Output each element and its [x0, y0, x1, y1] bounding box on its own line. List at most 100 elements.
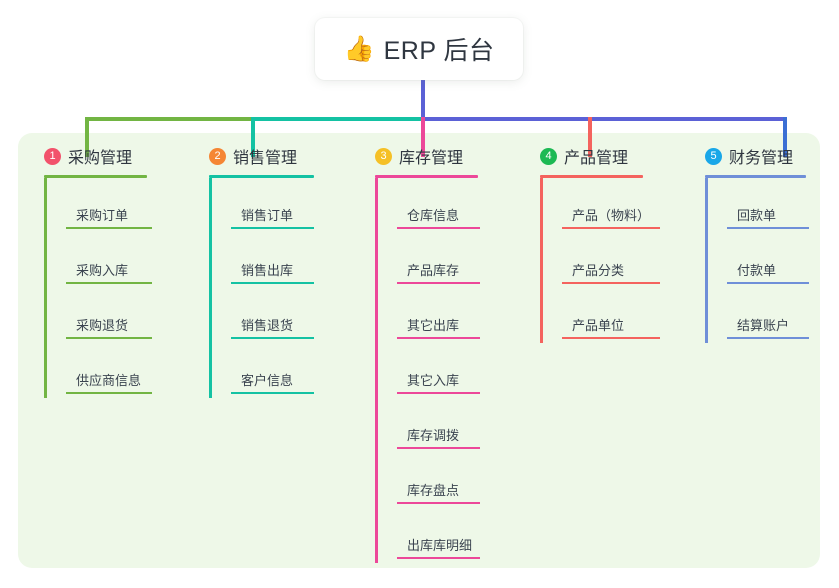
leaf-underline: [231, 227, 314, 229]
leaf-label: 采购入库: [76, 263, 129, 278]
leaf-underline: [231, 392, 314, 394]
branch-title: 财务管理: [729, 150, 794, 167]
leaf-underline: [231, 337, 314, 339]
branch-number-badge: 4: [540, 147, 557, 165]
branch-leaf-item[interactable]: 销售出库: [231, 233, 314, 288]
leaf-underline: [397, 502, 480, 504]
branch-leaf-item[interactable]: 客户信息: [231, 343, 314, 398]
leaf-label: 库存盘点: [407, 483, 460, 498]
leaf-label: 库存调拨: [407, 428, 460, 443]
leaf-label: 结算账户: [737, 318, 790, 333]
branch-body: 采购订单采购入库采购退货供应商信息: [44, 178, 152, 398]
branch-leaf-item[interactable]: 采购退货: [66, 288, 152, 343]
leaf-label: 仓库信息: [407, 208, 460, 223]
leaf-label: 销售出库: [241, 263, 294, 278]
branch-leaf-item[interactable]: 其它出库: [397, 288, 480, 343]
leaf-underline: [66, 227, 152, 229]
leaf-underline: [231, 282, 314, 284]
branch-leaf-item[interactable]: 销售退货: [231, 288, 314, 343]
branch-number-badge: 5: [705, 147, 722, 165]
leaf-underline: [562, 337, 660, 339]
branch-leaf-item[interactable]: 产品（物料）: [562, 178, 660, 233]
leaf-label: 其它入库: [407, 373, 460, 388]
branch-leaf-item[interactable]: 采购入库: [66, 233, 152, 288]
leaf-label: 采购订单: [76, 208, 129, 223]
leaf-label: 客户信息: [241, 373, 294, 388]
branch-underline: [540, 175, 643, 178]
leaf-underline: [66, 337, 152, 339]
branch-trunk: [375, 178, 378, 563]
branch-leaf-item[interactable]: 仓库信息: [397, 178, 480, 233]
bus-segment-green: [85, 117, 253, 121]
branch-underline: [375, 175, 478, 178]
branch-leaf-item[interactable]: 供应商信息: [66, 343, 152, 398]
branch-leaf-item[interactable]: 产品分类: [562, 233, 660, 288]
branch-header-4[interactable]: 4 产品管理: [540, 145, 643, 167]
branch-header-5[interactable]: 5 财务管理: [705, 145, 806, 167]
branch-trunk: [44, 178, 47, 398]
root-node-erp-backend[interactable]: 👍 ERP 后台: [315, 18, 523, 80]
leaf-label: 产品库存: [407, 263, 460, 278]
branch-body: 产品（物料） 产品分类产品单位: [540, 178, 660, 343]
leaf-underline: [66, 282, 152, 284]
branch-title: 库存管理: [399, 150, 464, 167]
branch-leaf-item[interactable]: 回款单: [727, 178, 809, 233]
leaf-label: 付款单: [737, 263, 777, 278]
branch-title: 产品管理: [564, 150, 629, 167]
leaf-underline: [562, 227, 660, 229]
branch-number-badge: 2: [209, 147, 226, 165]
branch-leaf-item[interactable]: 库存盘点: [397, 453, 480, 508]
leaf-underline: [397, 282, 480, 284]
branch-body: 销售订单销售出库销售退货客户信息: [209, 178, 314, 398]
branch-leaf-item[interactable]: 销售订单: [231, 178, 314, 233]
branch-leaf-item[interactable]: 付款单: [727, 233, 809, 288]
branch-leaf-item[interactable]: 出库库明细: [397, 508, 480, 563]
branch-trunk: [540, 178, 543, 343]
branch-leaf-item[interactable]: 库存调拨: [397, 398, 480, 453]
leaf-underline: [397, 447, 480, 449]
leaf-label: 其它出库: [407, 318, 460, 333]
leaf-underline: [397, 337, 480, 339]
drop-connector-4: [588, 117, 592, 157]
branch-trunk: [209, 178, 212, 398]
leaf-underline: [397, 227, 480, 229]
leaf-label: 出库库明细: [407, 538, 473, 553]
leaf-underline: [727, 337, 809, 339]
leaf-label: 产品分类: [572, 263, 625, 278]
branch-number-badge: 1: [44, 147, 61, 165]
root-stem-connector: [421, 80, 425, 119]
branch-leaf-item[interactable]: 结算账户: [727, 288, 809, 343]
branch-body: 仓库信息产品库存其它出库其它入库库存调拨库存盘点出库库明细: [375, 178, 480, 563]
branch-leaf-item[interactable]: 采购订单: [66, 178, 152, 233]
leaf-label: 产品（物料）: [572, 208, 651, 223]
drop-connector-5: [783, 117, 787, 157]
branch-leaf-item[interactable]: 其它入库: [397, 343, 480, 398]
leaf-label: 供应商信息: [76, 373, 142, 388]
branch-underline: [209, 175, 314, 178]
branch-leaf-item[interactable]: 产品库存: [397, 233, 480, 288]
root-node-title: ERP 后台: [383, 37, 495, 65]
branch-leaf-item[interactable]: 产品单位: [562, 288, 660, 343]
branch-column-5: 5 财务管理回款单付款单结算账户: [705, 145, 809, 343]
leaf-underline: [727, 282, 809, 284]
bus-segment-teal: [251, 117, 423, 121]
drop-connector-1: [85, 117, 89, 157]
leaf-label: 产品单位: [572, 318, 625, 333]
branch-underline: [705, 175, 806, 178]
drop-connector-3: [421, 117, 425, 157]
leaf-underline: [562, 282, 660, 284]
leaf-label: 销售退货: [241, 318, 294, 333]
branch-trunk: [705, 178, 708, 343]
diagram-backdrop-panel: [18, 133, 820, 568]
branch-underline: [44, 175, 147, 178]
leaf-label: 销售订单: [241, 208, 294, 223]
leaf-underline: [397, 392, 480, 394]
branch-column-4: 4 产品管理产品（物料） 产品分类产品单位: [540, 145, 660, 343]
